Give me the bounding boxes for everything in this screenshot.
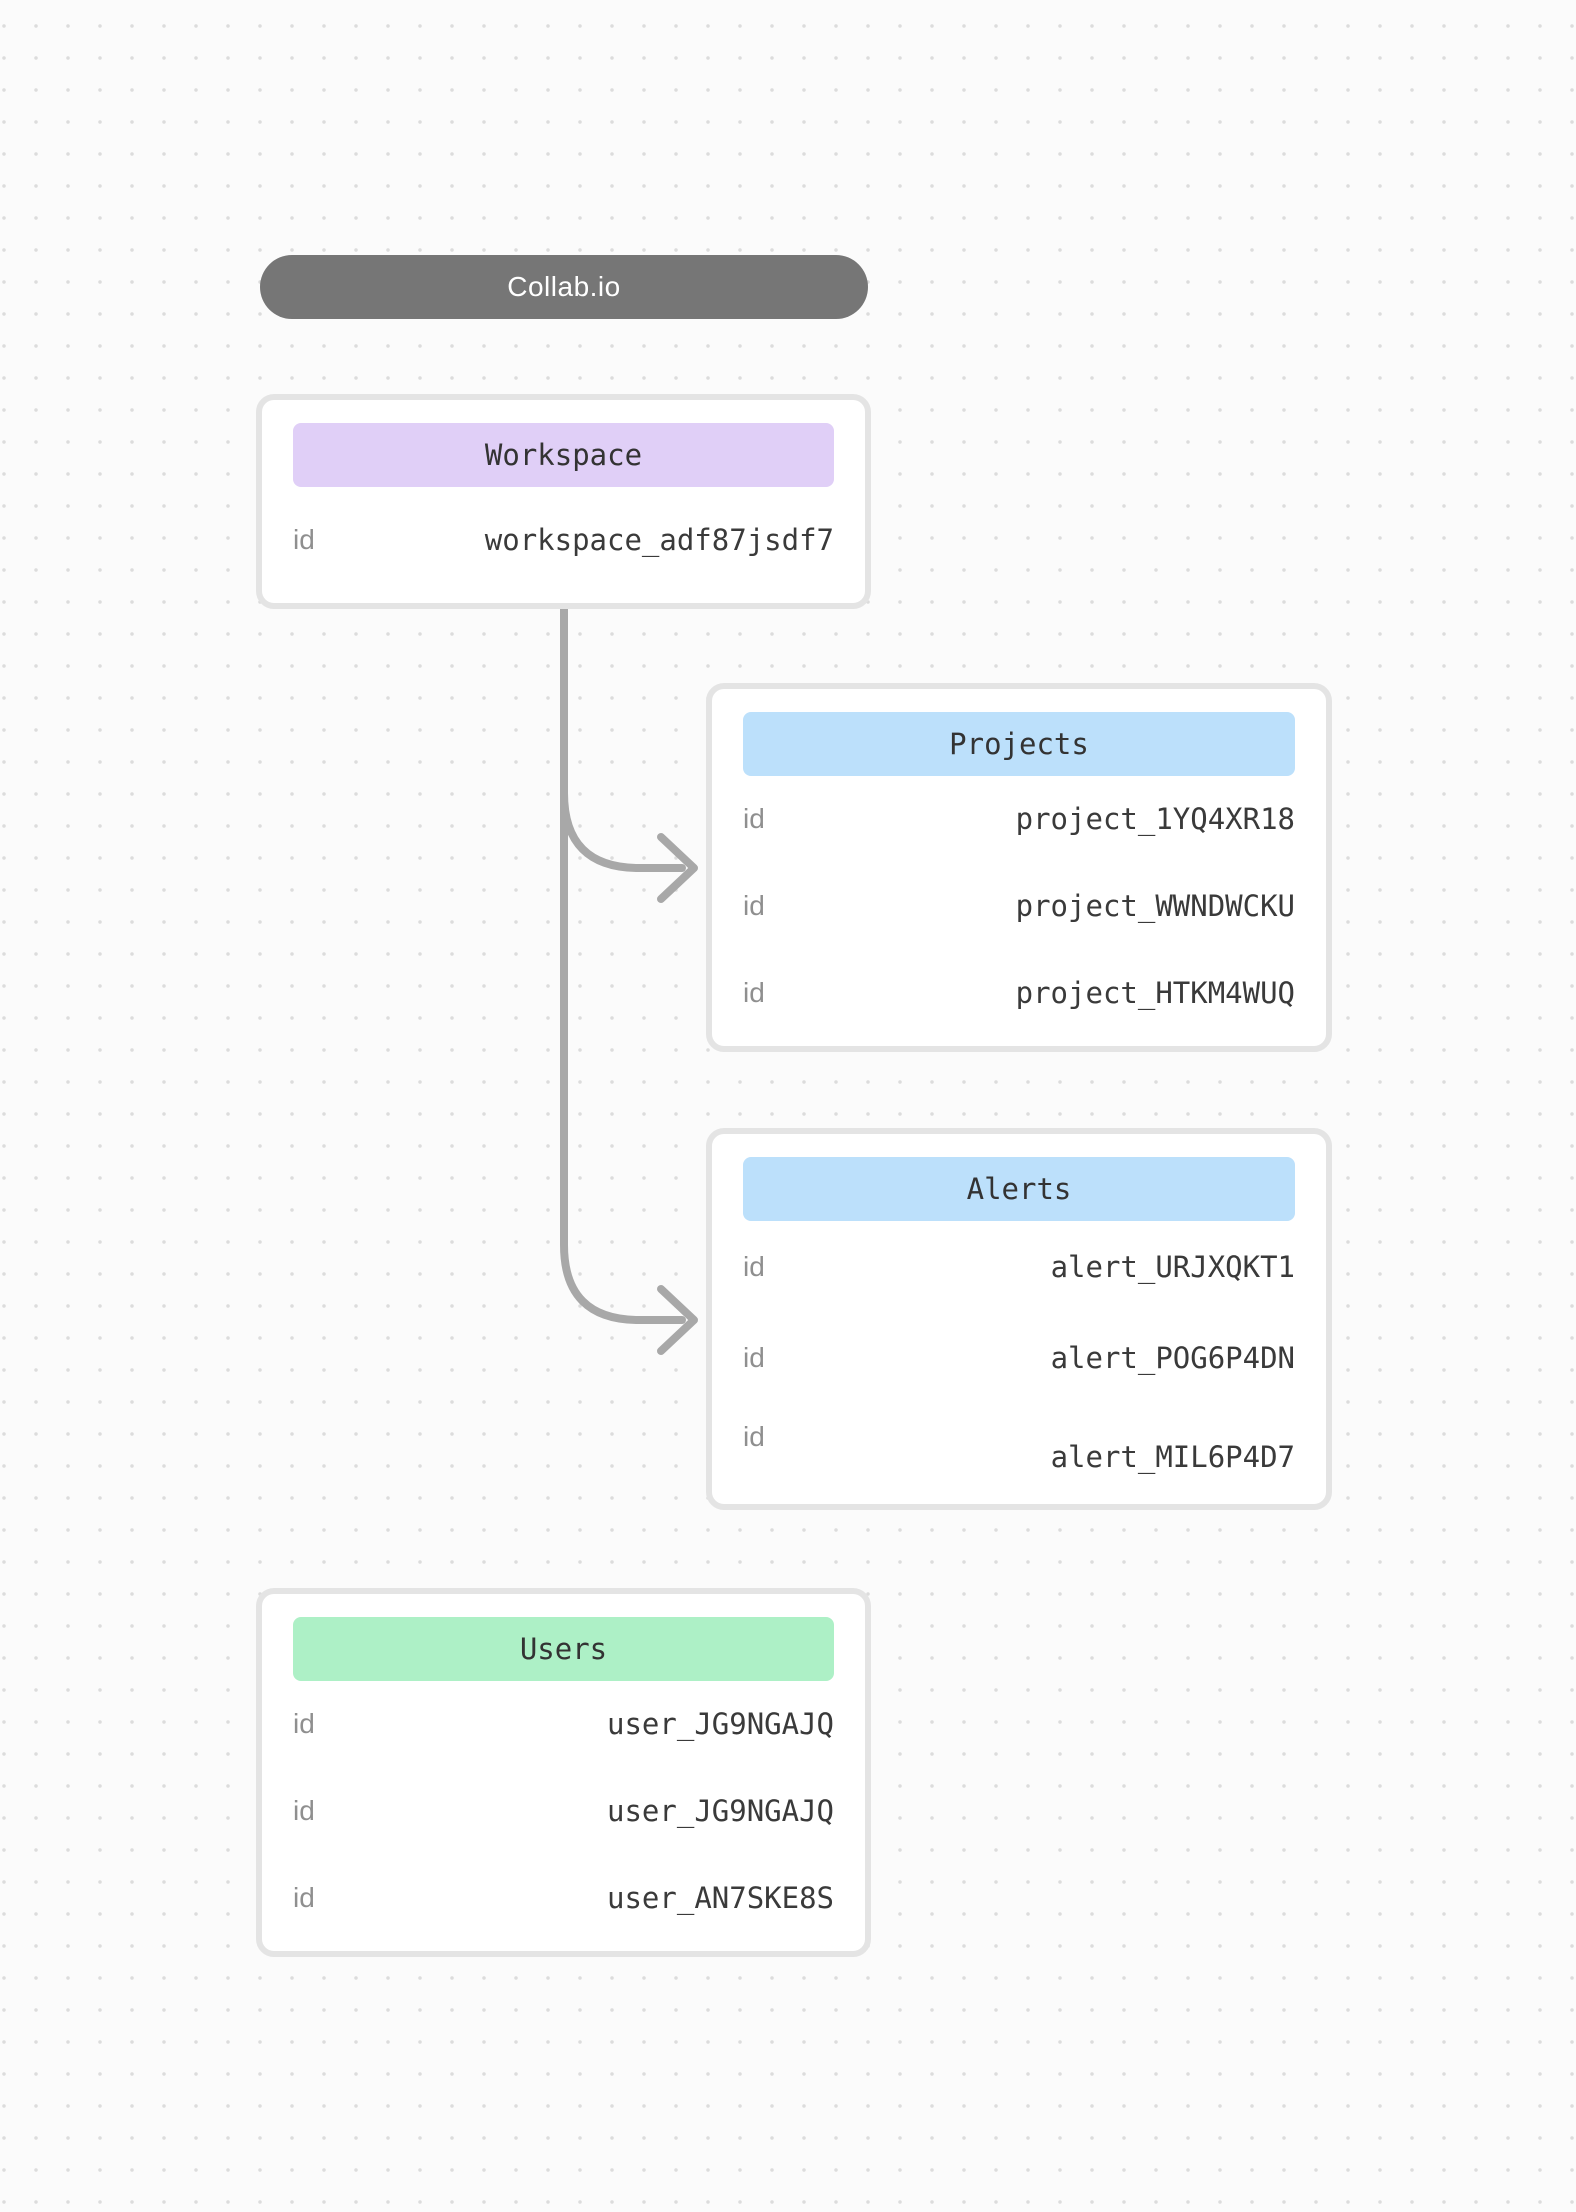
field-label: id: [293, 1881, 315, 1913]
alerts-arrowhead-icon: [657, 1285, 698, 1355]
projects-card-header: Projects: [743, 712, 1295, 776]
field-label: id: [743, 1250, 765, 1282]
field-value: project_WWNDWCKU: [1015, 888, 1295, 923]
field-label: id: [743, 1420, 765, 1452]
projects-card-body: id project_1YQ4XR18 id project_WWNDWCKU …: [743, 776, 1295, 1036]
workspace-card[interactable]: Workspace id workspace_adf87jsdf7: [256, 394, 871, 609]
alerts-card-body: id alert_URJXQKT1 id alert_POG6P4DN id a…: [743, 1221, 1295, 1494]
table-row: id alert_POG6P4DN: [743, 1318, 1295, 1398]
alerts-card-header: Alerts: [743, 1157, 1295, 1221]
field-value: project_1YQ4XR18: [1015, 802, 1295, 837]
table-row: id user_AN7SKE8S: [293, 1858, 834, 1938]
field-label: id: [743, 1341, 765, 1373]
table-row: id alert_MIL6P4D7: [743, 1409, 1295, 1489]
app-title: Collab.io: [507, 271, 621, 302]
users-card[interactable]: Users id user_JG9NGAJQ id user_JG9NGAJQ …: [256, 1588, 871, 1957]
app-title-node[interactable]: Collab.io: [260, 255, 868, 319]
field-value: workspace_adf87jsdf7: [484, 523, 834, 557]
projects-card-title: Projects: [949, 727, 1089, 761]
field-label: id: [293, 1708, 315, 1740]
field-value: alert_POG6P4DN: [1050, 1340, 1295, 1375]
workspace-card-body: id workspace_adf87jsdf7: [293, 487, 834, 593]
field-label: id: [293, 524, 315, 555]
projects-arrowhead-icon: [657, 833, 698, 903]
field-value: alert_MIL6P4D7: [1050, 1439, 1295, 1474]
field-label: id: [743, 803, 765, 835]
field-label: id: [743, 889, 765, 921]
users-card-header: Users: [293, 1617, 834, 1681]
field-value: user_JG9NGAJQ: [607, 1793, 834, 1828]
workspace-card-header: Workspace: [293, 423, 834, 487]
users-card-body: id user_JG9NGAJQ id user_JG9NGAJQ id use…: [293, 1681, 834, 1941]
projects-card[interactable]: Projects id project_1YQ4XR18 id project_…: [706, 683, 1332, 1052]
table-row: id alert_URJXQKT1: [743, 1227, 1295, 1307]
workspace-alerts-connector: [560, 605, 686, 1324]
workspace-projects-connector: [560, 789, 686, 872]
table-row: id workspace_adf87jsdf7: [293, 500, 834, 580]
workspace-card-title: Workspace: [484, 438, 643, 472]
field-value: user_JG9NGAJQ: [607, 1707, 834, 1742]
alerts-card-title: Alerts: [966, 1172, 1072, 1206]
users-card-title: Users: [519, 1632, 608, 1666]
table-row: id user_JG9NGAJQ: [293, 1684, 834, 1764]
field-value: alert_URJXQKT1: [1050, 1249, 1295, 1284]
table-row: id user_JG9NGAJQ: [293, 1771, 834, 1851]
table-row: id project_WWNDWCKU: [743, 866, 1295, 946]
field-label: id: [743, 976, 765, 1008]
table-row: id project_HTKM4WUQ: [743, 953, 1295, 1033]
alerts-card[interactable]: Alerts id alert_URJXQKT1 id alert_POG6P4…: [706, 1128, 1332, 1510]
field-value: user_AN7SKE8S: [607, 1880, 834, 1915]
field-value: project_HTKM4WUQ: [1015, 975, 1295, 1010]
table-row: id project_1YQ4XR18: [743, 779, 1295, 859]
field-label: id: [293, 1794, 315, 1826]
